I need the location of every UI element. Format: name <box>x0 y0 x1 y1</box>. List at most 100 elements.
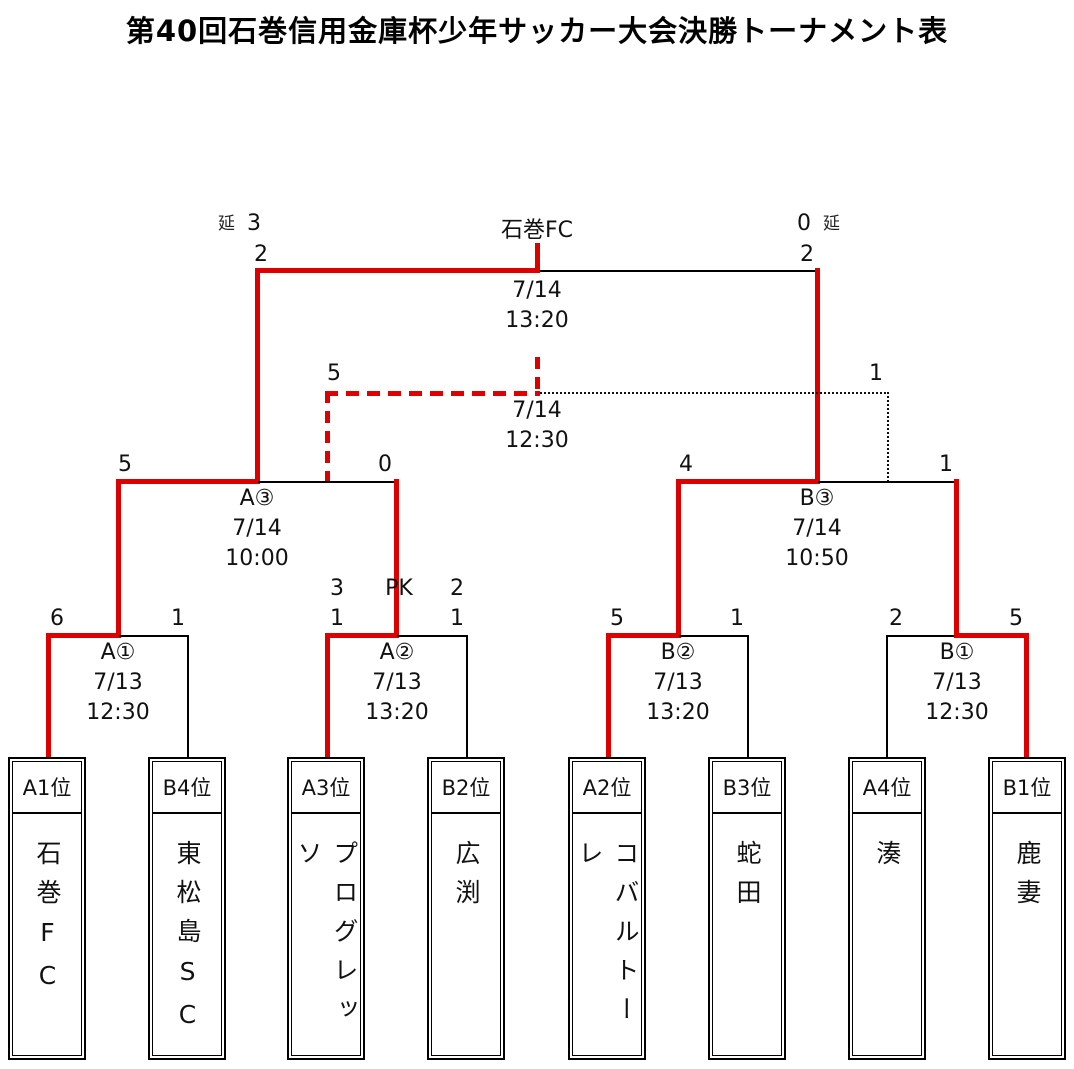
qf-a2-time: 13:20 <box>365 700 429 725</box>
third-place-loser-line <box>540 392 889 394</box>
qf-a1-loser-line <box>119 635 189 637</box>
team-name: プログレッソ <box>294 840 359 1035</box>
team-seed: A3位 <box>292 762 360 814</box>
qf-a2-date: 7/13 <box>372 670 422 695</box>
team-1-leg <box>46 633 51 759</box>
team-5-leg <box>606 633 611 759</box>
qf-a2-match-info: A② 7/13 13:20 <box>365 638 428 728</box>
team-name: 蛇田 <box>733 840 762 918</box>
team-name: 東松島SC <box>173 840 202 1043</box>
final-left-score: 2 <box>254 242 268 267</box>
final-match-info: 7/14 13:20 <box>505 276 568 336</box>
qf-a2-advance-line <box>394 479 399 637</box>
semifinal-a-match-info: A③ 7/14 10:00 <box>225 484 288 574</box>
team-box-hebita: B3位 蛇田 <box>708 757 786 1060</box>
qf-b2-date: 7/13 <box>653 670 703 695</box>
qf-b1-time: 12:30 <box>925 700 989 725</box>
semifinal-b-advance-line <box>815 268 820 484</box>
semifinal-a-winner-line <box>116 479 260 484</box>
team-box-frame: B3位 蛇田 <box>712 761 782 1056</box>
qf-a1-left-score: 6 <box>50 606 64 631</box>
team-box-hirobuchi: B2位 広渕 <box>427 757 505 1060</box>
semifinal-b-winner-line <box>676 479 820 484</box>
qf-b2-advance-line <box>676 479 681 637</box>
semifinal-b-left-score: 4 <box>679 452 693 477</box>
team-name: 鹿妻 <box>1013 840 1042 918</box>
final-left-extension-score: 3 <box>247 211 261 236</box>
team-4-leg <box>466 635 468 759</box>
final-time: 13:20 <box>505 308 569 333</box>
qf-b2-time: 13:20 <box>646 700 710 725</box>
final-date: 7/14 <box>512 278 562 303</box>
semifinal-b-right-score: 1 <box>939 452 953 477</box>
final-champion-stub <box>535 243 540 273</box>
qf-b2-winner-line <box>606 633 681 638</box>
third-place-left-leg <box>325 391 330 483</box>
qf-a1-time: 12:30 <box>86 700 150 725</box>
team-box-progresso: A3位 プログレッソ <box>287 757 365 1060</box>
qf-a2-right-pk-score: 2 <box>450 576 464 601</box>
final-right-extension-score: 0 <box>797 211 811 236</box>
team-box-frame: B4位 東松島SC <box>152 761 222 1056</box>
qf-a1-winner-line <box>46 633 121 638</box>
team-seed: B1位 <box>993 762 1061 814</box>
third-place-winner-stub <box>535 357 540 393</box>
final-right-score: 2 <box>800 242 814 267</box>
team-name: コバルトーレ <box>575 840 640 1035</box>
semifinal-a-left-score: 5 <box>118 452 132 477</box>
team-name: 石巻FC <box>33 840 62 1004</box>
team-box-cobaltore: A2位 コバルトーレ <box>568 757 646 1060</box>
qf-b1-winner-line <box>954 633 1029 638</box>
team-seed: B4位 <box>153 762 221 814</box>
team-box-frame: A4位 湊 <box>852 761 922 1056</box>
semifinal-a-time: 10:00 <box>225 546 289 571</box>
qf-a1-right-score: 1 <box>171 606 185 631</box>
qf-b2-label: B② <box>660 640 696 665</box>
team-seed: B2位 <box>432 762 500 814</box>
team-box-kazuma: B1位 鹿妻 <box>988 757 1066 1060</box>
team-7-leg <box>886 635 888 759</box>
team-box-minato: A4位 湊 <box>848 757 926 1060</box>
final-left-extension: 延 3 <box>218 212 261 236</box>
third-place-left-score: 5 <box>327 361 341 386</box>
qf-a2-pk-label: PK <box>385 576 413 601</box>
qf-b2-loser-line <box>679 635 749 637</box>
team-seed: A1位 <box>13 762 81 814</box>
semifinal-a-loser-line <box>258 481 398 483</box>
final-right-extension: 0 延 <box>797 212 840 236</box>
team-box-frame: B1位 鹿妻 <box>992 761 1062 1056</box>
qf-a1-match-info: A① 7/13 12:30 <box>86 638 149 728</box>
qf-a2-winner-line <box>325 633 399 638</box>
qf-b2-left-score: 5 <box>610 606 624 631</box>
team-8-leg <box>1024 633 1029 759</box>
team-seed: B3位 <box>713 762 781 814</box>
team-box-frame: A1位 石巻FC <box>12 761 82 1056</box>
final-winner-line <box>255 268 540 273</box>
third-place-match-info: 7/14 12:30 <box>505 396 568 456</box>
semifinal-a-right-score: 0 <box>378 452 392 477</box>
third-place-time: 12:30 <box>505 428 569 453</box>
third-place-date: 7/14 <box>512 398 562 423</box>
qf-b2-right-score: 1 <box>730 606 744 631</box>
third-place-right-score: 1 <box>869 361 883 386</box>
page-title: 第40回石巻信用金庫杯少年サッカー大会決勝トーナメント表 <box>125 14 949 48</box>
semifinal-b-loser-line <box>818 481 958 483</box>
qf-b1-date: 7/13 <box>932 670 982 695</box>
qf-b1-match-info: B① 7/13 12:30 <box>925 638 988 728</box>
semifinal-a-date: 7/14 <box>232 516 282 541</box>
final-left-extension-label: 延 <box>218 214 235 234</box>
qf-b1-advance-line <box>954 479 959 637</box>
qf-b1-label: B① <box>939 640 975 665</box>
qf-a2-right-score: 1 <box>450 606 464 631</box>
qf-b1-loser-line <box>886 635 959 637</box>
qf-a2-label: A② <box>379 640 415 665</box>
final-loser-line <box>538 270 818 272</box>
qf-a1-advance-line <box>116 479 121 637</box>
qf-b2-match-info: B② 7/13 13:20 <box>646 638 709 728</box>
team-box-higashimatsushima-sc: B4位 東松島SC <box>148 757 226 1060</box>
team-2-leg <box>187 635 189 759</box>
semifinal-b-time: 10:50 <box>785 546 849 571</box>
team-3-leg <box>325 633 330 759</box>
qf-a1-label: A① <box>100 640 136 665</box>
